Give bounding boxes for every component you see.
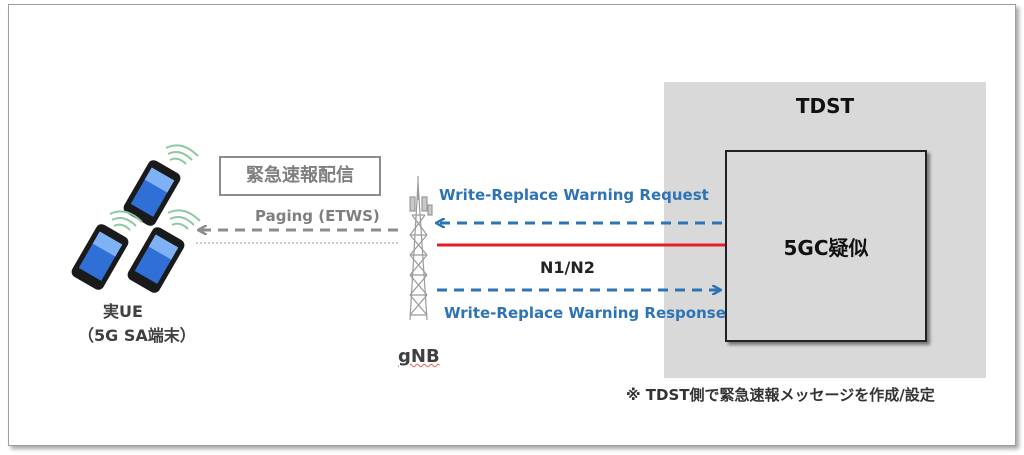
ue-label: 実UE bbox=[103, 302, 143, 321]
response-label: Write-Replace Warning Response bbox=[444, 304, 726, 322]
smartphone-icon bbox=[71, 160, 185, 293]
5gc-emulator-box bbox=[725, 150, 927, 342]
paging-label: Paging (ETWS) bbox=[255, 207, 380, 225]
emergency-broadcast-badge: 緊急速報配信 bbox=[219, 156, 381, 196]
footnote: ※ TDST側で緊急速報メッセージを作成/設定 bbox=[626, 386, 935, 404]
n1-n2-label: N1/N2 bbox=[540, 258, 595, 277]
tdst-title: TDST bbox=[795, 94, 855, 118]
gnb-label: gNB bbox=[398, 346, 440, 367]
ue-sublabel: （5G SA端末） bbox=[78, 326, 196, 345]
signal-waves-icon bbox=[109, 144, 201, 231]
request-label: Write-Replace Warning Request bbox=[439, 186, 709, 204]
cell-tower-icon bbox=[409, 176, 433, 321]
5gc-emulator-label: 5GC疑似 bbox=[783, 236, 869, 260]
